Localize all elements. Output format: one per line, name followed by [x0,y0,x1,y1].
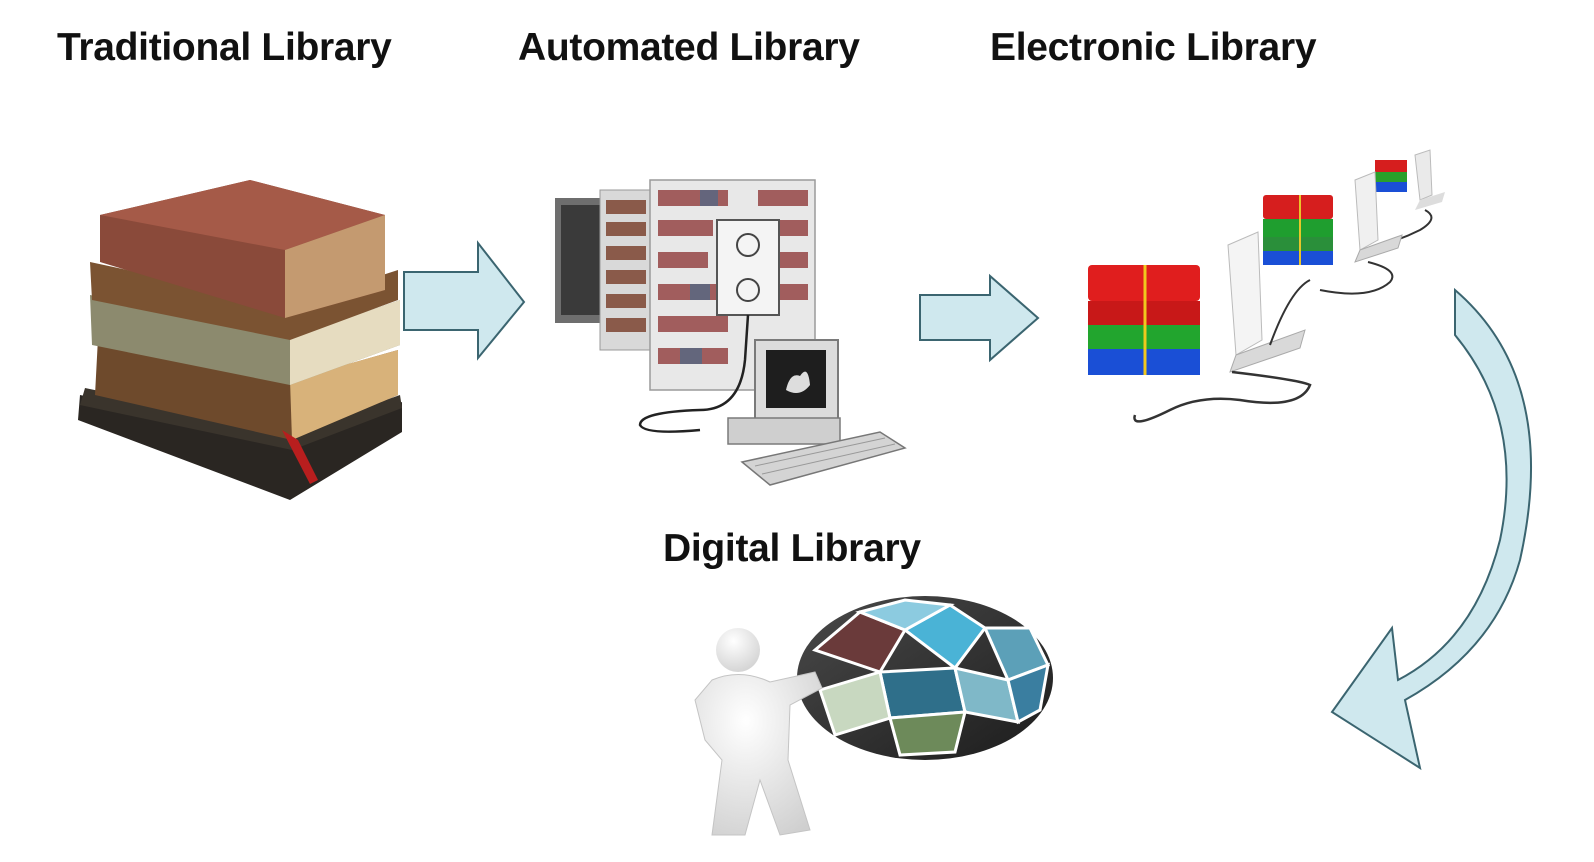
flow-arrow-2 [919,273,1040,363]
digital-globe-person-icon [694,596,1053,836]
flow-arrow-1 [403,240,526,361]
library-computer-icon [555,179,907,486]
book-stack-icon [78,180,402,500]
networked-laptops-icon [1088,149,1445,423]
stage-title-digital: Digital Library [663,527,921,570]
flow-arrow-3 [1330,287,1533,771]
stage-title-traditional: Traditional Library [57,26,392,69]
stage-title-automated: Automated Library [518,26,860,69]
stage-title-electronic: Electronic Library [990,26,1317,69]
